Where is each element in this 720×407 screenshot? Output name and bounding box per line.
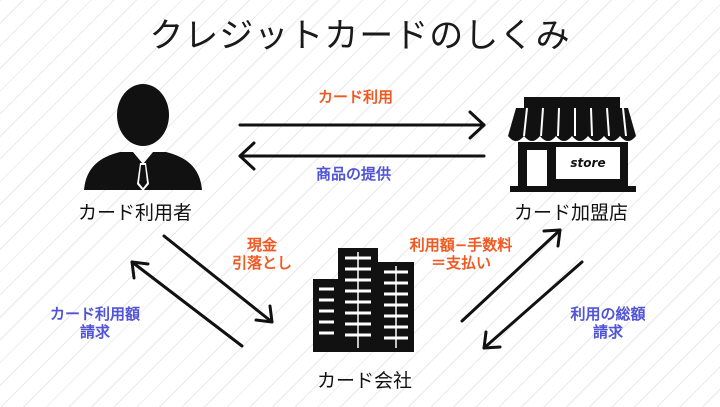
cash-withdrawal-line1: 現金 bbox=[246, 236, 277, 254]
store-sign-text: store bbox=[570, 156, 605, 170]
payment-line1: 利用額−手数料 bbox=[409, 236, 513, 254]
payment-line2: ＝支払い bbox=[430, 254, 491, 272]
card-company-label: カード会社 bbox=[317, 370, 413, 392]
billing-user-label: カード利用額 請求 bbox=[42, 305, 148, 341]
billing-user-line1: カード利用額 bbox=[49, 305, 140, 323]
card-user-label: カード利用者 bbox=[78, 202, 193, 224]
arrow-billing-user bbox=[130, 260, 244, 348]
arrow-cash-withdrawal bbox=[162, 234, 274, 324]
arrow-card-use bbox=[238, 110, 486, 140]
arrow-payment bbox=[460, 228, 562, 323]
diagram-title: クレジットカードのしくみ bbox=[149, 16, 571, 56]
arrow-product-provision bbox=[238, 141, 486, 171]
office-building-icon bbox=[313, 248, 414, 352]
arrow-billing-total bbox=[482, 260, 584, 350]
billing-user-line2: 請求 bbox=[79, 323, 110, 341]
billing-total-label: 利用の総額 請求 bbox=[560, 305, 656, 341]
payment-label: 利用額−手数料 ＝支払い bbox=[396, 236, 526, 272]
product-provision-label: 商品の提供 bbox=[316, 165, 392, 183]
store-icon: store bbox=[508, 97, 636, 192]
card-use-label: カード利用 bbox=[318, 88, 394, 106]
billing-total-line2: 請求 bbox=[592, 323, 623, 341]
cash-withdrawal-line2: 引落とし bbox=[232, 254, 293, 272]
cash-withdrawal-label: 現金 引落とし bbox=[232, 236, 292, 272]
businessman-icon bbox=[84, 84, 202, 191]
billing-total-line1: 利用の総額 bbox=[570, 305, 646, 323]
merchant-label: カード加盟店 bbox=[514, 202, 629, 224]
